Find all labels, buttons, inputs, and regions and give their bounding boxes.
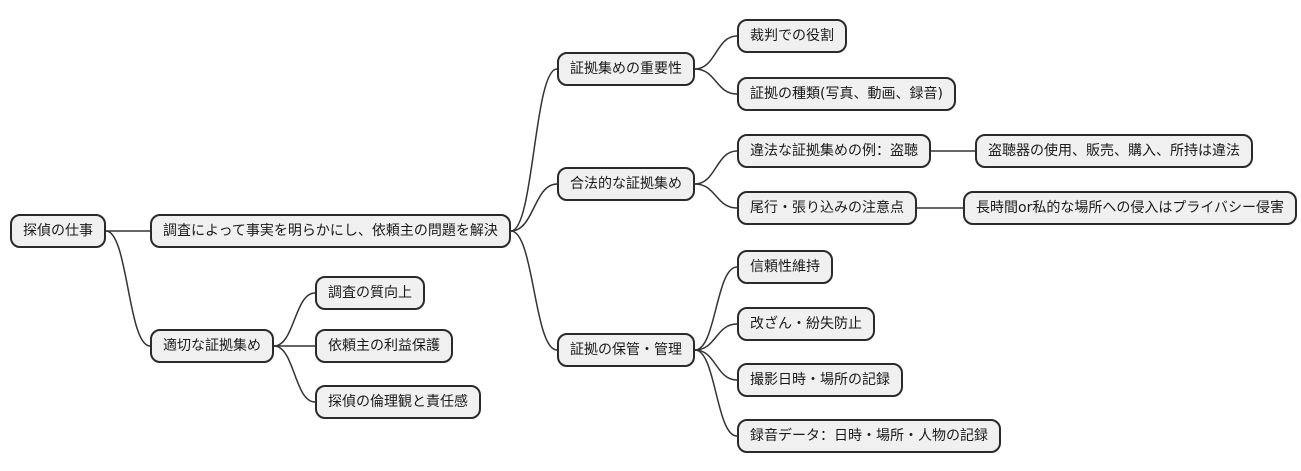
node-legal-collection: 合法的な証拠集め xyxy=(557,167,695,201)
connector-line xyxy=(273,345,316,403)
connector-line xyxy=(510,183,558,232)
node-photo-datetime-record: 撮影日時・場所の記録 xyxy=(737,363,903,397)
connector-line xyxy=(694,183,738,209)
connector-line xyxy=(510,68,558,232)
node-evidence-storage: 証拠の保管・管理 xyxy=(557,333,695,367)
connector-line xyxy=(694,35,738,70)
node-wiretap-device-illegal: 盗聴器の使用、販売、購入、所持は違法 xyxy=(975,134,1253,168)
connector-line xyxy=(105,230,151,347)
connector-line xyxy=(694,150,738,185)
node-evidence-importance: 証拠集めの重要性 xyxy=(557,52,695,86)
node-root-detective-work: 探偵の仕事 xyxy=(10,214,106,248)
node-audio-data-record: 録音データ：日時・場所・人物の記録 xyxy=(737,419,1001,453)
node-privacy-violation: 長時間or私的な場所への侵入はプライバシー侵害 xyxy=(963,191,1298,225)
connector-line xyxy=(694,349,738,381)
node-tamper-loss-prevention: 改ざん・紛失防止 xyxy=(737,307,875,341)
connector-line xyxy=(694,266,738,351)
node-survey-quality: 調査の質向上 xyxy=(315,276,425,310)
node-detective-ethics: 探偵の倫理観と責任感 xyxy=(315,385,481,419)
connector-line xyxy=(694,323,738,351)
node-client-interest: 依頼主の利益保護 xyxy=(315,329,453,363)
node-evidence-types: 証拠の種類(写真、動画、録音) xyxy=(737,77,956,111)
connector-line xyxy=(510,230,558,351)
node-court-role: 裁判での役割 xyxy=(737,19,847,53)
node-illegal-example-wiretap: 違法な証拠集めの例：盗聴 xyxy=(737,134,931,168)
node-proper-evidence-gathering: 適切な証拠集め xyxy=(150,329,274,363)
connector-line xyxy=(694,68,738,95)
node-mission-statement: 調査によって事実を明らかにし、依頼主の問題を解決 xyxy=(150,214,511,248)
node-reliability-maintenance: 信頼性維持 xyxy=(737,250,833,284)
connector-line xyxy=(273,292,316,347)
node-tailing-cautions: 尾行・張り込みの注意点 xyxy=(737,191,917,225)
connector-line xyxy=(694,349,738,437)
